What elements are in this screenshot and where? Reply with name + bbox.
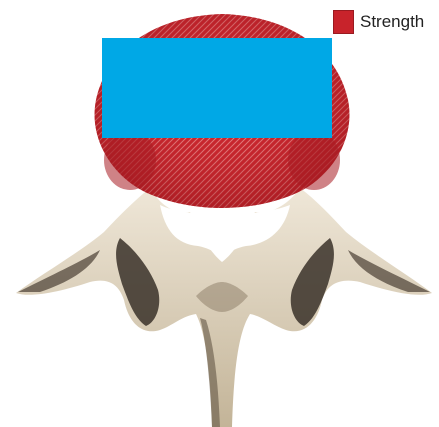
right-body-edge	[288, 130, 340, 190]
legend-swatch	[333, 10, 354, 34]
legend-label: Strength	[360, 12, 424, 32]
legend: Strength	[333, 10, 424, 34]
left-body-edge	[104, 130, 156, 190]
redaction-block	[102, 38, 332, 138]
